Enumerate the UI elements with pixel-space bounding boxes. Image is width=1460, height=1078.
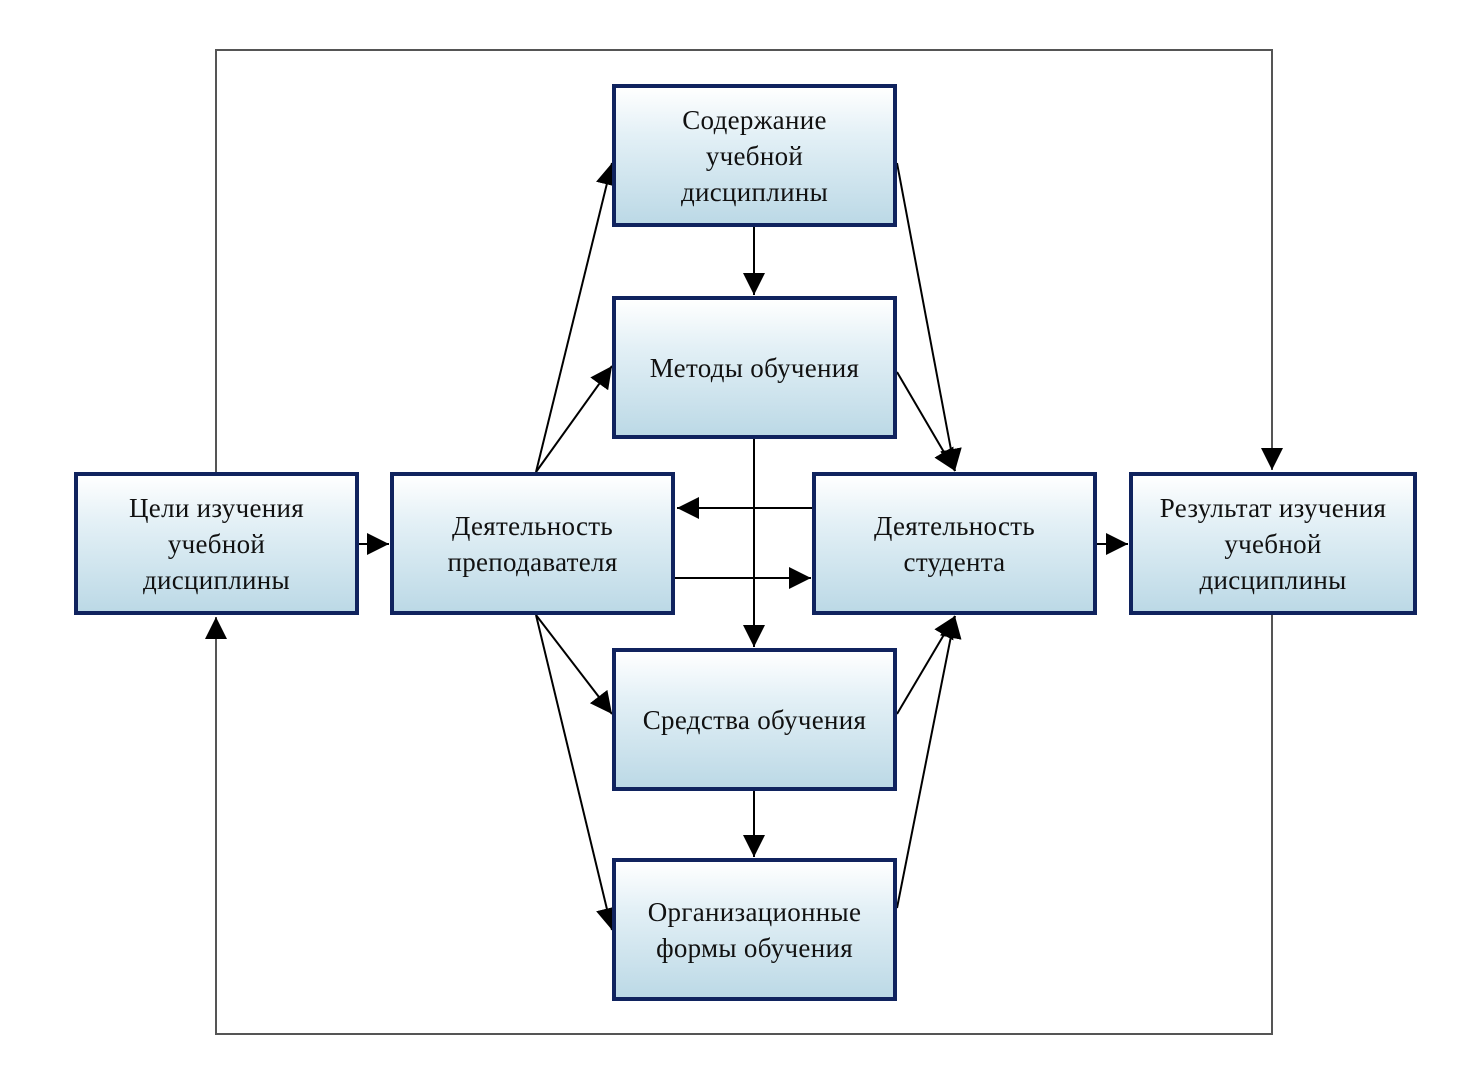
node-student-activity-label: Деятельность студента — [873, 510, 1036, 577]
node-teaching-means: Средства обучения — [612, 648, 897, 791]
node-student-activity: Деятельность студента — [812, 472, 1097, 615]
edge-teacher-to-forms — [535, 614, 618, 931]
node-teaching-methods: Методы обучения — [612, 296, 897, 439]
edge-content-to-student — [896, 162, 962, 472]
edge-goals-to-result — [215, 49, 1283, 472]
node-teaching-methods-label: Методы обучения — [649, 352, 860, 383]
edge-result-to-goals — [205, 615, 1273, 1035]
edge-means-to-student — [896, 615, 956, 715]
edge-teacher-to-methods — [535, 365, 613, 473]
edge-teacher-to-means — [535, 614, 613, 715]
edge-methods-to-student — [896, 371, 956, 472]
node-organizational-forms: Организационные формы обучения — [612, 858, 897, 1001]
edge-forms-to-student — [896, 615, 962, 909]
node-course-content-label: Содержание учебной дисциплины — [680, 104, 829, 207]
node-teacher-activity: Деятельность преподавателя — [390, 472, 675, 615]
edge-teacher-to-content — [535, 162, 618, 473]
node-teaching-means-label: Средства обучения — [642, 704, 867, 735]
node-learning-goals: Цели изучения учебной дисциплины — [74, 472, 359, 615]
node-learning-result-label: Результат изучения учебной дисциплины — [1159, 492, 1387, 595]
node-learning-result: Результат изучения учебной дисциплины — [1129, 472, 1417, 615]
node-learning-goals-label: Цели изучения учебной дисциплины — [129, 492, 304, 595]
node-organizational-forms-label: Организационные формы обучения — [647, 896, 862, 963]
node-teacher-activity-label: Деятельность преподавателя — [447, 510, 618, 577]
node-course-content: Содержание учебной дисциплины — [612, 84, 897, 227]
